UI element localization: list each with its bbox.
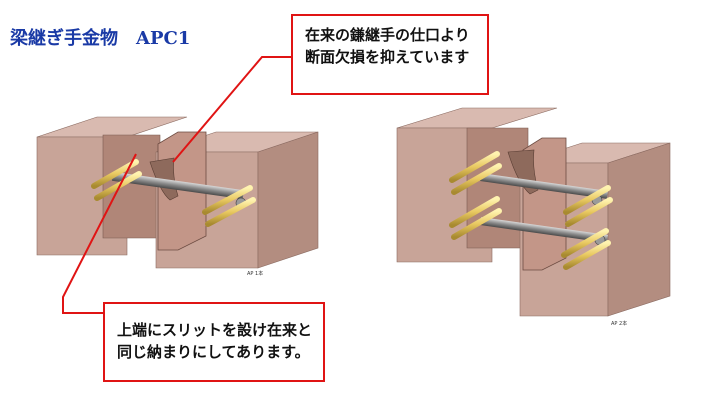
- callout-bottom-line-2: 同じ納まりにしてあります。: [117, 343, 310, 361]
- page-title: 梁継ぎ手金物 APC1: [10, 28, 191, 49]
- connector-rod: [111, 171, 244, 200]
- callout-top-line-1: 在来の鎌継手の仕口より: [305, 26, 470, 44]
- beam2-right-side: [607, 142, 671, 317]
- callout-top: 在来の鎌継手の仕口より 断面欠損を抑えています: [291, 14, 489, 95]
- figure-1-label: AP 1本: [247, 271, 264, 277]
- callout-bottom: 上端にスリットを設け在来と 同じ納まりにしてあります。: [103, 302, 325, 382]
- beam-left-top: [36, 116, 188, 138]
- beam-joint-figure-2: [396, 107, 671, 317]
- drift2-pins: [449, 151, 613, 270]
- beam2-left-top: [396, 107, 558, 129]
- beam-joint-figure-1: [36, 116, 319, 269]
- leader-line-top: [172, 56, 291, 163]
- leader-line-bottom: [62, 153, 137, 314]
- connector2-rod-upper: [480, 173, 608, 199]
- callout-top-line-2: 断面欠損を抑えています: [305, 48, 470, 66]
- callout-bottom-line-1: 上端にスリットを設け在来と: [117, 321, 313, 339]
- connector2-rod-lower: [480, 217, 608, 243]
- figure-2-label: AP 2本: [611, 321, 628, 327]
- beam-right-side: [257, 131, 319, 269]
